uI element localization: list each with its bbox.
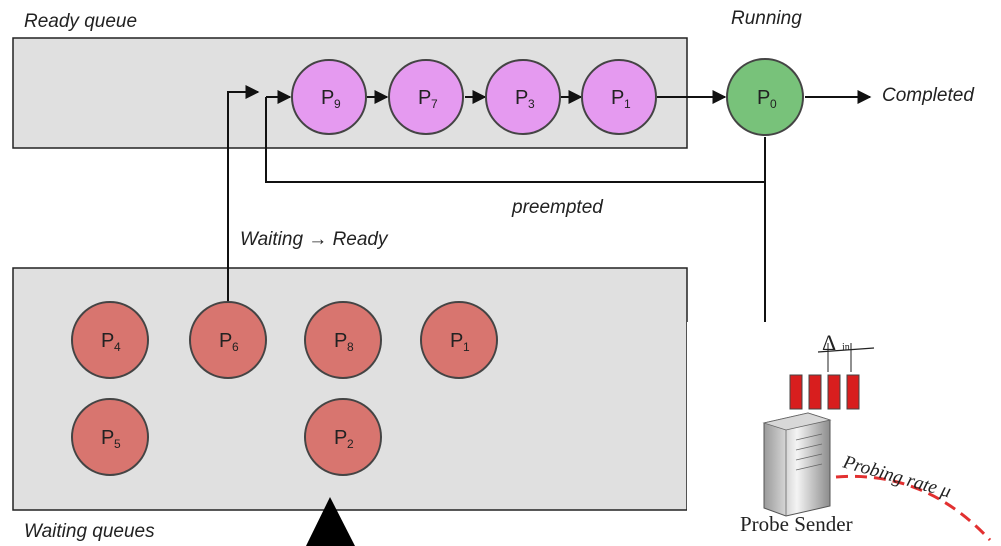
ready-queue-label: Ready queue bbox=[24, 11, 137, 32]
delta-dim-line bbox=[817, 347, 875, 353]
svg-text:P: P bbox=[515, 87, 528, 109]
ready-node-p3: P 3 bbox=[485, 59, 561, 135]
waiting-node-p1: P 1 bbox=[420, 301, 498, 379]
ready-node-p7: P 7 bbox=[388, 59, 464, 135]
waiting-node-p4: P 4 bbox=[71, 301, 149, 379]
svg-text:P: P bbox=[757, 87, 770, 109]
svg-text:7: 7 bbox=[431, 97, 438, 111]
probe-sender-inset: Δ in Probing rate μ Probe Sender bbox=[687, 322, 1001, 546]
svg-text:P: P bbox=[101, 330, 114, 352]
probe-bar-3 bbox=[827, 374, 841, 410]
svg-text:P: P bbox=[418, 87, 431, 109]
svg-text:2: 2 bbox=[347, 437, 354, 451]
svg-text:P: P bbox=[219, 330, 232, 352]
svg-text:0: 0 bbox=[770, 97, 777, 111]
delta-sub: in bbox=[842, 342, 850, 353]
probe-bar-2 bbox=[808, 374, 822, 410]
waiting-node-p5: P 5 bbox=[71, 398, 149, 476]
svg-text:4: 4 bbox=[114, 340, 121, 354]
waiting-node-p6: P 6 bbox=[189, 301, 267, 379]
probing-rate-curve bbox=[835, 474, 992, 542]
waiting-node-p8: P 8 bbox=[304, 301, 382, 379]
waiting-ready-label: Waiting → Ready bbox=[240, 229, 389, 250]
ready-node-p9: P 9 bbox=[291, 59, 367, 135]
waiting-queues-label: Waiting queues bbox=[24, 521, 155, 542]
delta-label: Δ bbox=[822, 330, 836, 355]
svg-text:1: 1 bbox=[624, 97, 631, 111]
svg-text:P: P bbox=[450, 330, 463, 352]
preempted-loop-line bbox=[265, 97, 766, 183]
svg-text:P: P bbox=[101, 427, 114, 449]
running-node-p0: P 0 bbox=[726, 58, 804, 136]
svg-text:5: 5 bbox=[114, 437, 121, 451]
svg-text:1: 1 bbox=[463, 340, 470, 354]
preempted-label: preempted bbox=[511, 197, 604, 218]
svg-text:P: P bbox=[334, 330, 347, 352]
probe-bar-1 bbox=[789, 374, 803, 410]
completed-label: Completed bbox=[882, 85, 975, 106]
svg-text:9: 9 bbox=[334, 97, 341, 111]
svg-text:6: 6 bbox=[232, 340, 239, 354]
svg-text:P: P bbox=[334, 427, 347, 449]
waiting-to-ready-arrow bbox=[227, 85, 260, 302]
running-label: Running bbox=[731, 8, 802, 29]
ready-node-p1: P 1 bbox=[581, 59, 657, 135]
svg-text:P: P bbox=[321, 87, 334, 109]
pointer-triangle bbox=[306, 497, 355, 546]
server-icon bbox=[762, 412, 832, 517]
svg-text:P: P bbox=[611, 87, 624, 109]
svg-text:3: 3 bbox=[528, 97, 535, 111]
probe-sender-label: Probe Sender bbox=[740, 512, 853, 536]
waiting-node-p2: P 2 bbox=[304, 398, 382, 476]
svg-text:8: 8 bbox=[347, 340, 354, 354]
probe-bar-4 bbox=[846, 374, 860, 410]
